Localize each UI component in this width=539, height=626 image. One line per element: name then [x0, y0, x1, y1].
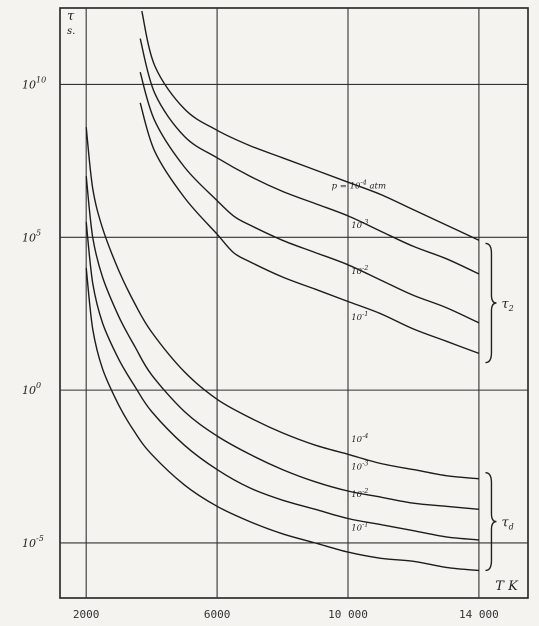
series-label: p = 10-4 atm: [332, 178, 386, 191]
y-axis-label: τ: [67, 9, 75, 24]
group-brace: [485, 471, 497, 572]
y-tick-label: 100: [22, 381, 41, 397]
series-label: 10-1: [351, 310, 368, 323]
group-brace: [485, 242, 497, 364]
series-curve: [139, 102, 480, 355]
grid: [59, 7, 529, 599]
axes: 2000 6000 10 000 14 000 1010 105 100 10-5 τ s. T K: [22, 9, 519, 621]
x-tick-label: 14 000: [459, 608, 499, 621]
plot-frame: [59, 7, 529, 599]
y-axis-unit: s.: [67, 26, 75, 37]
x-tick-label: 10 000: [328, 608, 368, 621]
y-tick-label: 105: [22, 228, 41, 244]
series-label: 10-1: [351, 521, 368, 534]
y-tick-label: 1010: [22, 75, 46, 91]
series-curve: [85, 221, 479, 541]
x-axis-label: T K: [495, 579, 519, 594]
x-tick-label: 6000: [204, 608, 231, 621]
series-label: 10-2: [351, 487, 368, 500]
series-label: 10-3: [351, 460, 368, 473]
series-curve: [139, 38, 480, 275]
group-label: τ2: [501, 297, 513, 313]
x-tick-label: 2000: [73, 608, 100, 621]
series-curve: [141, 10, 480, 241]
series-curve: [85, 127, 479, 480]
series-curve: [139, 72, 480, 324]
series-label: 10-4: [351, 432, 368, 445]
group-braces: τ2 τd: [485, 242, 514, 572]
series-label: 10-3: [351, 218, 368, 231]
series-label: 10-2: [351, 264, 368, 277]
group-label: τd: [501, 516, 513, 532]
series-curve: [85, 176, 479, 510]
series-curve: [85, 267, 479, 572]
curve-labels: p = 10-4 atm 10-3 10-2 10-1 10-4 10-3 10-2 10-1: [332, 178, 386, 533]
curves: [85, 10, 480, 572]
y-tick-label: 10-5: [22, 534, 44, 550]
